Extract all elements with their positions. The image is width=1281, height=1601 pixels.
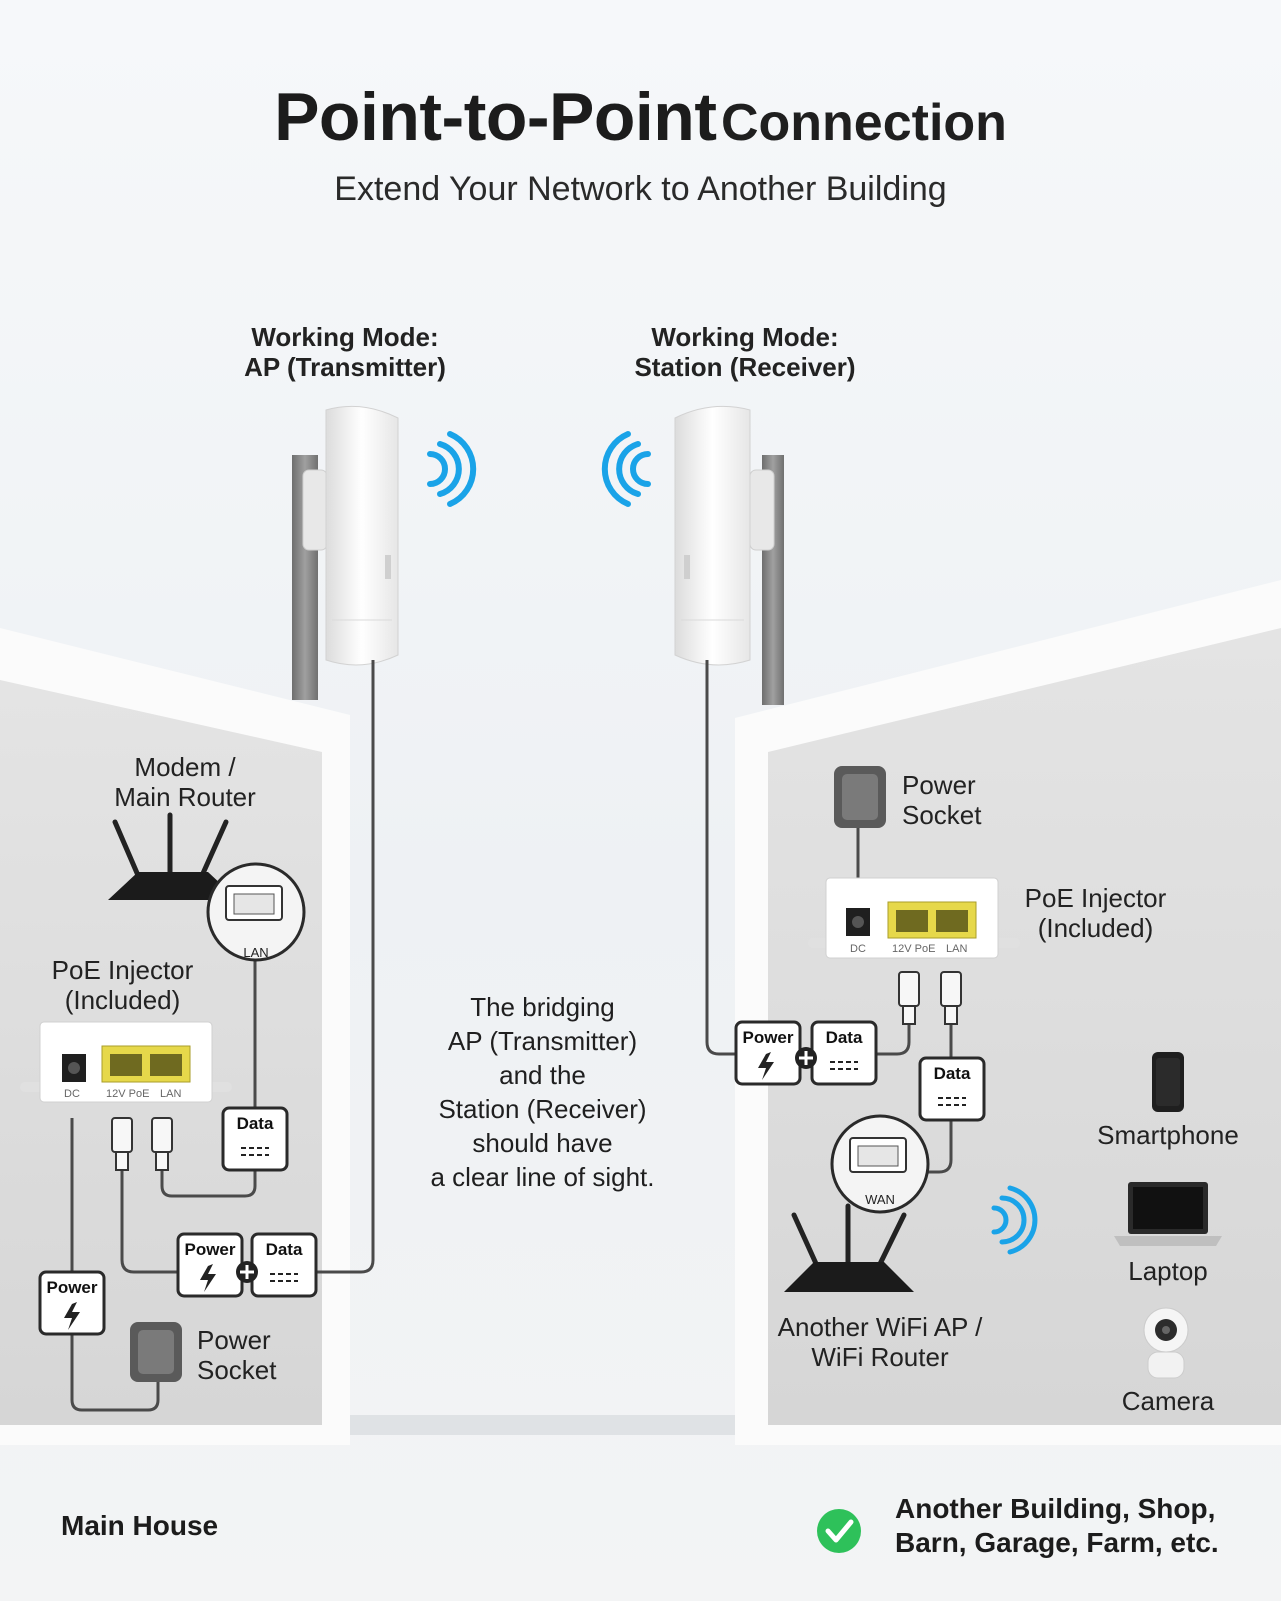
left-injector-label-line2: (Included) — [64, 985, 181, 1015]
main-router-label-line1: Modem / — [134, 752, 236, 782]
another-router-label: Another WiFi AP / WiFi Router — [770, 1312, 990, 1372]
laptop-label: Laptop — [1128, 1256, 1208, 1286]
left-power-tag — [38, 1270, 106, 1336]
right-combo-data-label: Data — [825, 1028, 863, 1047]
another-wifi-router-device — [784, 1203, 914, 1292]
note-line-6: a clear line of sight. — [430, 1162, 655, 1192]
left-socket-label-line1: Power — [197, 1325, 271, 1355]
right-power-adapter — [834, 766, 886, 828]
right-poe-injector — [808, 877, 1020, 959]
title-bold: Point-to-Point — [274, 79, 717, 155]
title-rest: Connection — [720, 94, 1007, 152]
left-combo-data-label: Data — [265, 1240, 303, 1259]
lan-tag: LAN — [243, 945, 269, 960]
note-line-3: and the — [499, 1060, 586, 1090]
right-socket-label: Power Socket — [902, 770, 982, 830]
left-ethernet-plugs — [111, 1117, 173, 1171]
cables — [70, 660, 953, 1412]
ap-transmitter-unit — [302, 405, 399, 666]
main-router-device — [108, 812, 238, 900]
left-socket-label-line2: Socket — [197, 1355, 277, 1385]
left-combo-power-label: Power — [184, 1240, 236, 1259]
right-data-tag — [918, 1056, 986, 1122]
note-line-1: The bridging — [470, 992, 615, 1022]
left-mode-line2: AP (Transmitter) — [244, 352, 446, 382]
right-port-dc: DC — [850, 943, 866, 955]
wan-port-zoom — [830, 1114, 930, 1214]
left-mode-line1: Working Mode: — [251, 322, 439, 352]
left-data-tag-label: Data — [236, 1114, 274, 1133]
right-power-data-combo — [734, 1020, 878, 1086]
check-icon — [817, 1509, 861, 1553]
another-router-label-line1: Another WiFi AP / — [777, 1312, 983, 1342]
another-router-label-line2: WiFi Router — [811, 1342, 949, 1372]
left-poe-injector — [20, 1021, 232, 1103]
line-of-sight-note: The bridging AP (Transmitter) and the St… — [405, 990, 680, 1194]
right-injector-label-line2: (Included) — [1037, 913, 1154, 943]
right-mode-line1: Working Mode: — [651, 322, 839, 352]
right-injector-label-line1: PoE Injector — [1024, 883, 1167, 913]
note-line-5: should have — [472, 1128, 613, 1158]
right-port-poe: 12V PoE — [892, 943, 936, 955]
right-working-mode: Working Mode: Station (Receiver) — [615, 322, 875, 382]
wifi-waves-router — [991, 1185, 1038, 1255]
right-socket-label-line2: Socket — [902, 800, 982, 830]
main-house-caption: Main House — [61, 1510, 219, 1541]
wifi-waves-left — [427, 431, 477, 507]
left-port-poe: 12V PoE — [106, 1088, 150, 1100]
left-power-tag-label: Power — [46, 1278, 98, 1297]
right-ethernet-plugs — [898, 971, 962, 1025]
left-injector-label: PoE Injector (Included) — [40, 955, 205, 1015]
smartphone-icon — [1152, 1052, 1184, 1112]
main-router-label-line2: Main Router — [114, 782, 256, 812]
right-socket-label-line1: Power — [902, 770, 976, 800]
note-line-2: AP (Transmitter) — [447, 1026, 638, 1056]
left-port-lan: LAN — [160, 1088, 182, 1100]
right-combo-power-label: Power — [742, 1028, 794, 1047]
main-router-label: Modem / Main Router — [100, 752, 270, 812]
right-injector-label: PoE Injector (Included) — [1008, 883, 1183, 943]
right-port-lan: LAN — [946, 943, 968, 955]
another-building-caption: Another Building, Shop, Barn, Garage, Fa… — [895, 1492, 1219, 1560]
laptop-icon — [1114, 1182, 1222, 1246]
wifi-waves-right — [601, 431, 651, 507]
camera-label: Camera — [1121, 1386, 1215, 1416]
left-injector-label-line1: PoE Injector — [51, 955, 194, 985]
left-port-dc: DC — [64, 1088, 80, 1100]
page-subtitle: Extend Your Network to Another Building — [334, 170, 947, 208]
right-mode-line2: Station (Receiver) — [634, 352, 856, 382]
another-building-caption-line1: Another Building, Shop, — [895, 1493, 1216, 1524]
note-line-4: Station (Receiver) — [438, 1094, 647, 1124]
left-working-mode: Working Mode: AP (Transmitter) — [220, 322, 470, 382]
another-building-caption-line2: Barn, Garage, Farm, etc. — [895, 1527, 1219, 1558]
left-data-tag — [221, 1106, 289, 1172]
station-receiver-unit — [674, 405, 775, 666]
smartphone-label: Smartphone — [1097, 1120, 1239, 1150]
left-power-adapter — [130, 1322, 182, 1382]
left-socket-label: Power Socket — [197, 1325, 277, 1385]
page-title: Point-to-Point Connection — [0, 78, 1281, 156]
camera-icon — [1143, 1307, 1189, 1379]
lan-port-zoom — [206, 862, 306, 962]
left-power-data-combo — [176, 1232, 318, 1298]
right-data-tag-label: Data — [933, 1064, 971, 1083]
wan-tag: WAN — [865, 1192, 895, 1207]
